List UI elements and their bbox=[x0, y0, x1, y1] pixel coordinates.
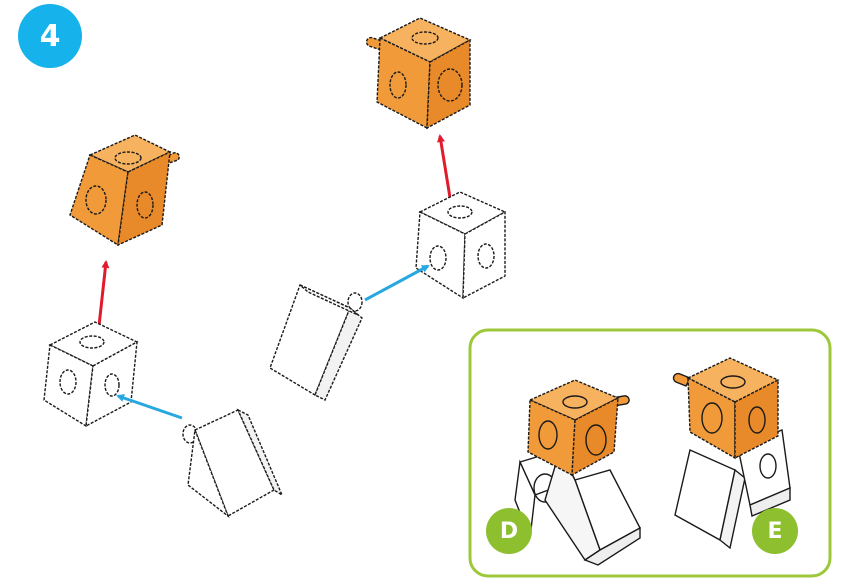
arrow-up-icon bbox=[96, 260, 110, 336]
orange-cube-left bbox=[69, 134, 180, 247]
white-cube-left bbox=[43, 321, 139, 428]
arrow-connect-icon bbox=[364, 264, 430, 302]
wedge-right bbox=[269, 284, 363, 401]
white-cube-right bbox=[415, 191, 507, 300]
assembly-d bbox=[514, 379, 641, 566]
assembly-e bbox=[672, 357, 791, 550]
step-number-badge: 4 bbox=[18, 4, 82, 68]
variant-badge-e: E bbox=[752, 508, 798, 554]
variant-badge-d: D bbox=[486, 508, 532, 554]
wedge-left bbox=[182, 408, 284, 519]
arrow-connect-icon bbox=[116, 394, 183, 420]
orange-cube-right bbox=[365, 17, 472, 130]
